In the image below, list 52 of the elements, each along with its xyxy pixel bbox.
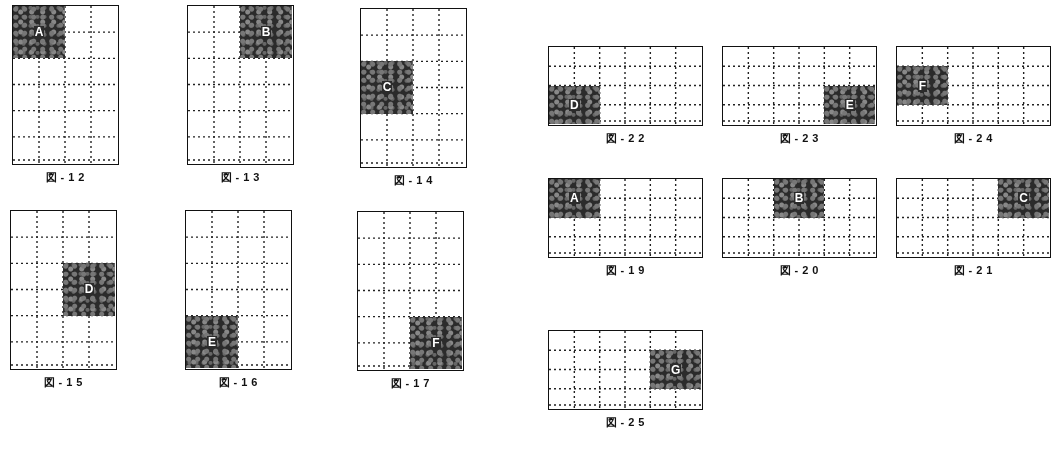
shaded-region — [13, 6, 65, 59]
grid-panel — [187, 5, 294, 165]
shaded-region — [998, 179, 1049, 218]
shaded-region — [361, 61, 413, 114]
grid-panel — [548, 46, 703, 126]
figure-caption: 図-23 — [779, 131, 823, 146]
grid-panel — [548, 330, 703, 410]
shaded-region — [650, 350, 701, 389]
grid-panel — [12, 5, 119, 165]
grid-panel — [722, 178, 877, 258]
region-letter: C — [381, 81, 393, 94]
figure-caption: 図-21 — [953, 263, 997, 278]
figure-caption: 図-19 — [605, 263, 649, 278]
region-letter: D — [83, 283, 95, 296]
shaded-region — [186, 315, 238, 368]
figure-caption: 図-17 — [390, 376, 434, 391]
figure-caption: 図-15 — [43, 375, 87, 390]
grid-panel — [722, 46, 877, 126]
region-letter: E — [207, 335, 217, 348]
shaded-region — [897, 66, 948, 105]
grid-panel — [896, 178, 1051, 258]
shaded-region — [240, 6, 292, 59]
figure-caption: 図-13 — [220, 170, 264, 185]
region-letter: A — [33, 26, 45, 39]
grid-panel — [360, 8, 467, 168]
region-letter: F — [431, 336, 441, 349]
region-letter: B — [793, 192, 805, 205]
shaded-region — [773, 179, 825, 218]
shaded-region — [63, 263, 115, 316]
shaded-region — [549, 179, 600, 218]
figure-caption: 図-20 — [779, 263, 823, 278]
region-letter: D — [569, 98, 580, 111]
figure-caption: 図-12 — [45, 170, 89, 185]
grid-panel — [357, 211, 464, 371]
figure-caption: 図-22 — [605, 131, 649, 146]
figure-caption: 図-25 — [605, 415, 649, 430]
region-letter: A — [569, 192, 580, 205]
shaded-region — [824, 85, 875, 124]
grid-panel — [548, 178, 703, 258]
grid-panel — [10, 210, 117, 370]
region-letter: G — [670, 363, 682, 376]
region-letter: E — [844, 98, 855, 111]
region-letter: F — [917, 79, 927, 92]
shaded-region — [549, 85, 600, 124]
grid-panel — [185, 210, 292, 370]
region-letter: B — [260, 26, 272, 39]
figure-caption: 図-24 — [953, 131, 997, 146]
region-letter: C — [1018, 192, 1029, 205]
shaded-region — [410, 316, 462, 369]
grid-panel — [896, 46, 1051, 126]
figure-caption: 図-16 — [218, 375, 262, 390]
figure-caption: 図-14 — [393, 173, 437, 188]
